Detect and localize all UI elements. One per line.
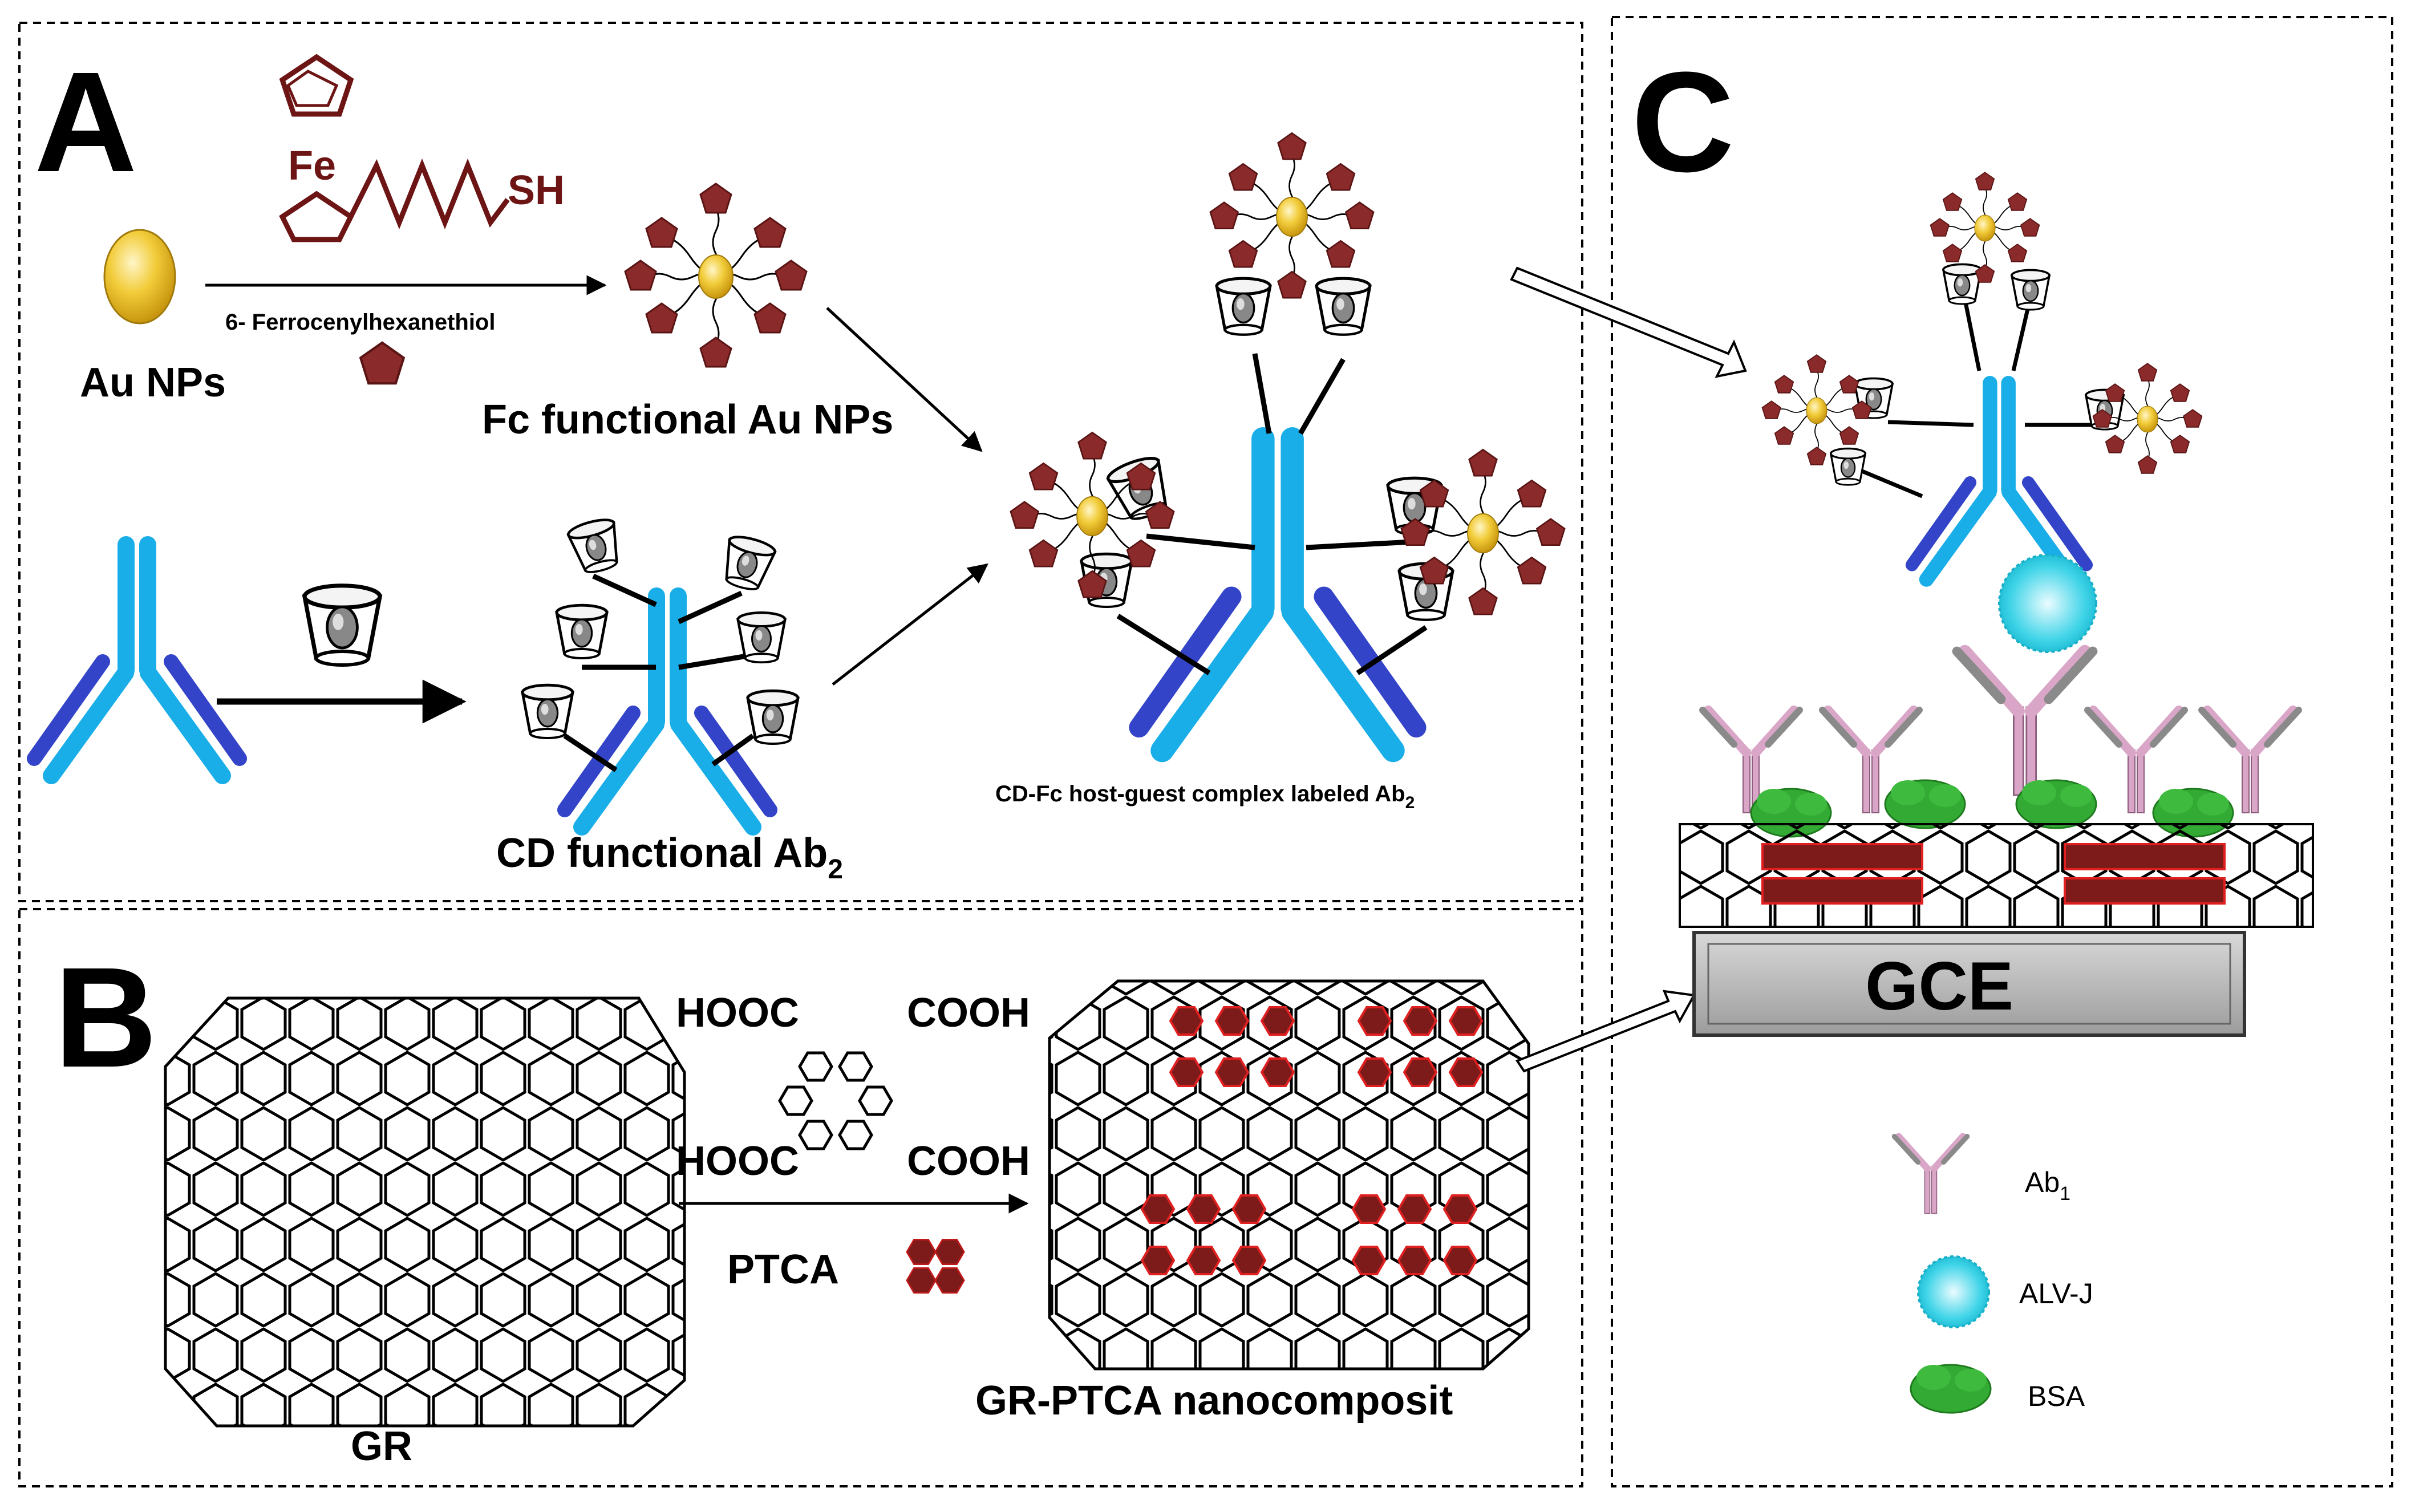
legend-bsa-icon xyxy=(1910,1364,1992,1414)
panel-a-letter: A xyxy=(34,42,137,201)
fe-label: Fe xyxy=(288,143,336,189)
legend-bsa-label: BSA xyxy=(2028,1380,2085,1412)
arrow-cd-to-complex xyxy=(832,563,988,686)
au-nps-label: Au NPs xyxy=(80,360,226,406)
legend-ab1-icon xyxy=(1894,1137,1967,1214)
arrow-a-to-c xyxy=(1510,266,1747,378)
cooh-bottom-label: COOH xyxy=(907,1138,1030,1184)
gr-ptca-label: GR-PTCA nanocomposit xyxy=(975,1378,1453,1424)
legend-alv-icon xyxy=(1917,1255,1990,1328)
panel-c-letter: C xyxy=(1631,42,1735,201)
alv-virus xyxy=(1998,554,2097,653)
sh-label: SH xyxy=(508,168,565,213)
cd-ab2-label: CD functional Ab2 xyxy=(496,830,843,885)
bare-antibody xyxy=(34,536,240,776)
cd-fc-complex-c xyxy=(1762,172,2202,579)
ferrocenyl-label: 6- Ferrocenylhexanethiol xyxy=(225,310,495,335)
ptca-label: PTCA xyxy=(727,1247,839,1292)
panel-b-border xyxy=(18,908,1583,1487)
cd-functional-antibody xyxy=(522,516,798,827)
gce-label: GCE xyxy=(1865,948,2013,1024)
gr-label: GR xyxy=(351,1424,412,1469)
cd-fc-complex-a xyxy=(1011,133,1565,751)
hooc-top-label: HOOC xyxy=(676,990,799,1036)
arrow-fc-to-complex xyxy=(826,307,983,452)
legend-alv-label: ALV-J xyxy=(2019,1278,2093,1310)
graphene-sheet xyxy=(164,996,686,1428)
cooh-top-label: COOH xyxy=(907,990,1030,1036)
gce-electrode xyxy=(1692,931,2246,1037)
ferrocene-legend-icon xyxy=(360,343,404,383)
cyclodextrin-reagent xyxy=(305,586,380,665)
ptca-structure xyxy=(780,1053,892,1149)
ptca-icon xyxy=(906,1239,965,1294)
gr-ptca-composite xyxy=(1048,979,1530,1371)
legend-ab1-label: Ab1 xyxy=(2025,1166,2070,1205)
hooc-bottom-label: HOOC xyxy=(676,1138,799,1184)
panel-b-letter: B xyxy=(54,938,157,1097)
panel-a-border xyxy=(18,22,1583,902)
arrow-b-to-c xyxy=(1515,990,1696,1073)
panel-c-border xyxy=(1611,16,2393,1487)
ferrocene-molecule xyxy=(279,54,510,242)
electrode-film xyxy=(1679,823,2314,928)
fc-gold-nanoparticle xyxy=(625,184,807,367)
au-nanoparticle xyxy=(103,229,176,325)
complex-label: CD-Fc host-guest complex labeled Ab2 xyxy=(995,781,1415,812)
fc-au-label: Fc functional Au NPs xyxy=(482,397,893,443)
